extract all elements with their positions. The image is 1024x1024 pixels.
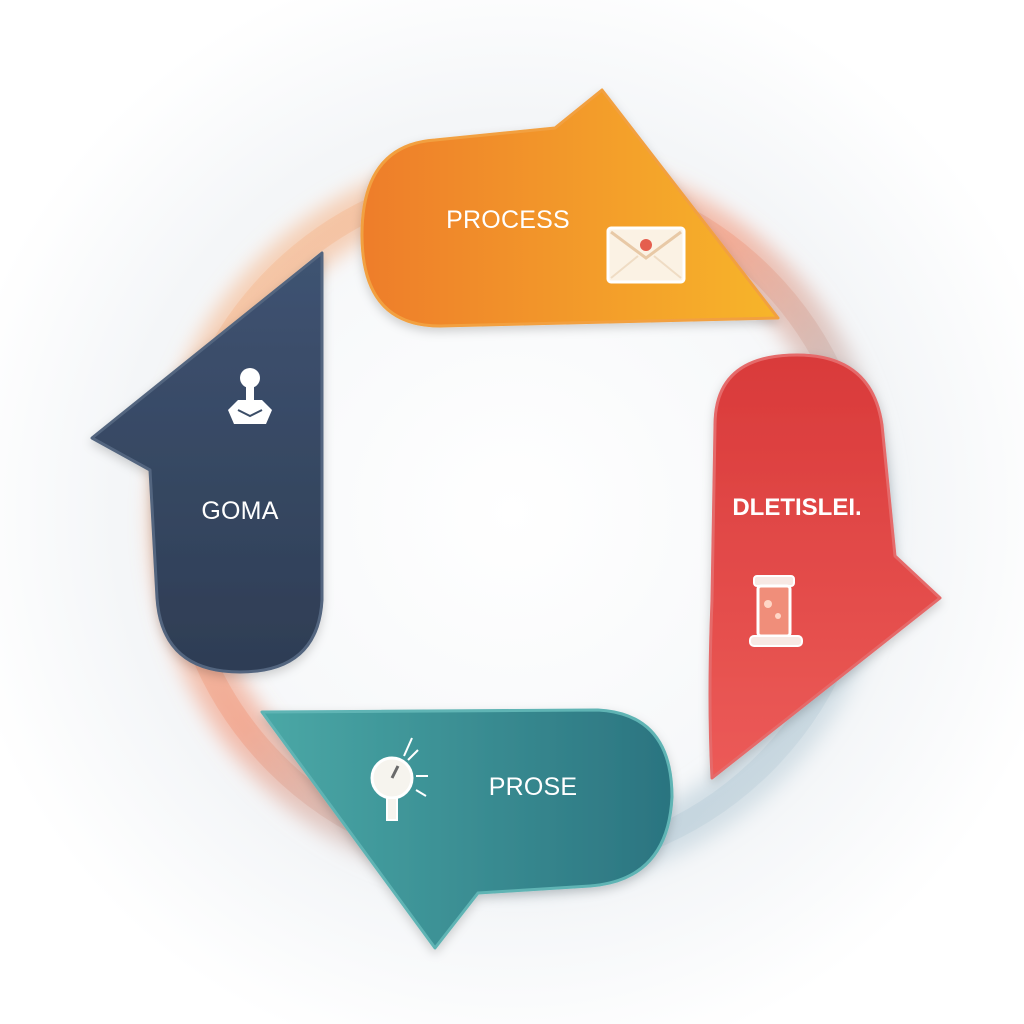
step-prose-arrow bbox=[260, 708, 674, 950]
step-prose-label: PROSE bbox=[489, 773, 578, 801]
step-process-label: PROCESS bbox=[446, 206, 570, 234]
step-goma-arrow bbox=[90, 251, 324, 674]
envelope-icon bbox=[606, 226, 686, 284]
step-dletislei-arrow bbox=[708, 353, 942, 780]
person-pin-icon bbox=[228, 368, 272, 424]
step-dletislei-label: DLETISLEI. bbox=[732, 494, 861, 521]
step-goma-label: GOMA bbox=[201, 497, 278, 525]
jar-icon bbox=[749, 575, 803, 647]
stopwatch-icon bbox=[370, 737, 428, 821]
